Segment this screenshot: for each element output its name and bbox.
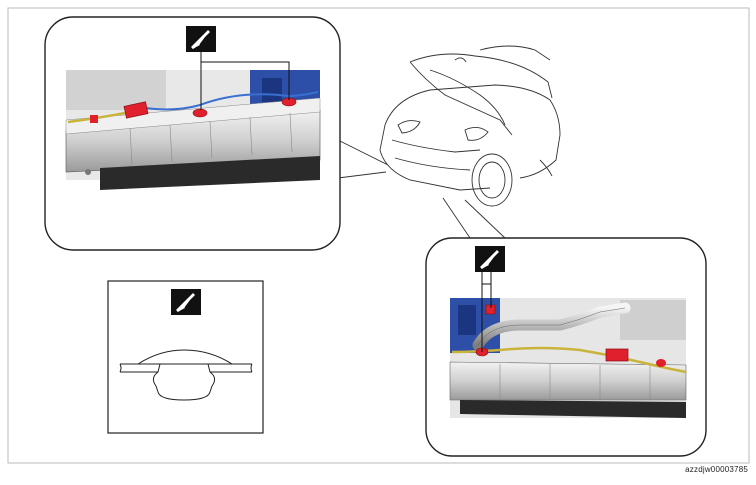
figure-border (7, 7, 750, 464)
vehicle-front-sketch (379, 45, 561, 207)
clip-section-detail (107, 280, 264, 434)
clip-removal-tool-icon (186, 26, 216, 52)
callout-lower-right (425, 237, 707, 457)
clip-removal-tool-icon (171, 289, 201, 315)
clip-cross-section (119, 349, 253, 401)
figure-code: azzdjw00003785 (685, 465, 748, 474)
tool-indicator-lines (481, 272, 492, 352)
clip-removal-tool-icon (475, 246, 505, 272)
tool-indicator-lines (200, 52, 290, 110)
lower-right-detail-image (449, 298, 687, 418)
upper-left-detail-image (65, 70, 321, 190)
callout-upper-left (44, 16, 341, 251)
callout-leader-lines (337, 139, 506, 239)
